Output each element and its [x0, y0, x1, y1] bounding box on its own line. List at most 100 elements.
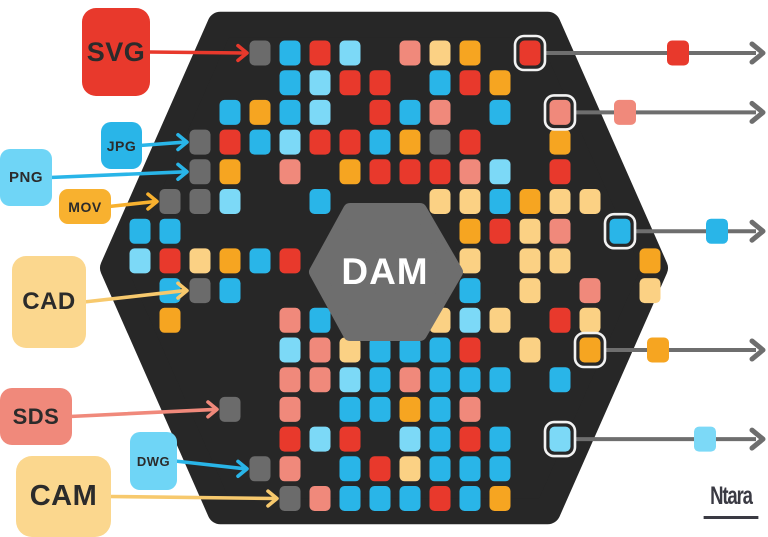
flow-asset-chip: [706, 218, 728, 244]
asset-tile: [429, 189, 451, 214]
asset-tile: [459, 248, 481, 274]
callout-dwg: DWG: [130, 432, 177, 490]
asset-tile: [369, 396, 391, 422]
asset-tile: [399, 367, 421, 393]
asset-tile: [489, 99, 511, 125]
asset-tile: [369, 129, 391, 155]
callout-mov: MOV: [59, 189, 111, 224]
asset-tile: [309, 40, 331, 66]
asset-tile: [309, 189, 331, 214]
asset-tile: [399, 337, 421, 363]
asset-tile: [279, 367, 301, 393]
asset-tile: [459, 278, 481, 304]
asset-tile: [549, 307, 571, 333]
asset-tile: [549, 367, 571, 393]
asset-tile-gray: [189, 189, 211, 214]
dwg-arrow-line: [173, 459, 247, 471]
flow-arrowhead-icon: [749, 219, 766, 243]
asset-tile: [459, 159, 481, 185]
asset-tile: [339, 337, 361, 363]
asset-tile: [489, 456, 511, 482]
flow-asset-chip: [647, 337, 669, 363]
asset-tile: [219, 189, 241, 214]
asset-tile: [489, 426, 511, 452]
asset-tile: [459, 486, 481, 511]
asset-tile: [219, 248, 241, 274]
png-arrowhead-icon: [176, 162, 189, 181]
asset-tile: [249, 99, 271, 125]
asset-tile: [459, 426, 481, 452]
asset-tile: [279, 456, 301, 482]
cam-arrowhead-icon: [266, 489, 279, 508]
asset-tile: [219, 159, 241, 185]
asset-tile: [309, 337, 331, 363]
asset-tile: [579, 278, 601, 304]
dwg-arrowhead-icon: [236, 459, 249, 478]
sds-arrowhead-icon: [206, 400, 219, 419]
asset-tile: [219, 278, 241, 304]
dam-hexagon-label: DAM: [341, 251, 429, 292]
asset-tile: [309, 129, 331, 155]
asset-tile: [279, 40, 301, 66]
asset-tile: [639, 278, 661, 304]
mov-arrowhead-icon: [146, 192, 159, 211]
asset-tile: [549, 99, 571, 125]
asset-tile: [429, 396, 451, 422]
mov-arrow-line: [107, 199, 157, 209]
flow-arrowhead-icon: [749, 338, 766, 362]
asset-tile: [489, 70, 511, 96]
asset-tile: [339, 426, 361, 452]
flow-asset-chip: [694, 426, 716, 452]
asset-tile: [459, 40, 481, 66]
asset-tile: [219, 129, 241, 155]
asset-tile: [399, 159, 421, 185]
asset-tile-gray: [159, 189, 181, 214]
asset-tile-gray: [429, 129, 451, 155]
svg-arrow-line: [146, 50, 247, 55]
asset-tile: [339, 456, 361, 482]
asset-tile: [519, 278, 541, 304]
asset-tile: [459, 129, 481, 155]
asset-tile: [339, 486, 361, 511]
asset-tile: [339, 70, 361, 96]
cad-arrow-line: [82, 288, 187, 304]
asset-tile: [369, 99, 391, 125]
asset-tile: [339, 159, 361, 185]
asset-tile: [369, 456, 391, 482]
asset-tile: [459, 307, 481, 333]
asset-tile: [489, 189, 511, 214]
asset-tile: [489, 307, 511, 333]
asset-tile: [579, 337, 601, 363]
asset-tile-gray: [249, 40, 271, 66]
asset-tile: [339, 129, 361, 155]
asset-tile: [249, 248, 271, 274]
asset-tile: [429, 367, 451, 393]
callout-jpg: JPG: [101, 122, 142, 169]
asset-tile: [339, 40, 361, 66]
asset-tile: [519, 337, 541, 363]
png-arrow-line: [48, 170, 187, 180]
asset-tile: [399, 456, 421, 482]
highlighted-tile-ring: [513, 34, 547, 72]
asset-tile: [369, 486, 391, 511]
highlighted-tile-ring: [543, 94, 577, 131]
asset-tile: [549, 426, 571, 452]
asset-tile: [429, 486, 451, 511]
sds-arrow-line: [68, 407, 217, 419]
asset-tile: [519, 218, 541, 244]
asset-tile: [639, 248, 661, 274]
asset-tile: [309, 367, 331, 393]
dam-core-hexagon: [309, 203, 463, 341]
flow-arrowhead-icon: [749, 427, 766, 451]
asset-tile: [369, 159, 391, 185]
asset-tile-gray: [279, 486, 301, 511]
asset-tile: [459, 70, 481, 96]
asset-tile: [429, 337, 451, 363]
asset-tile: [189, 248, 211, 274]
callout-label: DWG: [136, 453, 171, 469]
cam-arrow-line: [107, 494, 277, 501]
brand-logo: Ntara: [703, 482, 759, 519]
asset-tile: [459, 456, 481, 482]
asset-tile: [429, 159, 451, 185]
cad-arrowhead-icon: [176, 281, 189, 300]
